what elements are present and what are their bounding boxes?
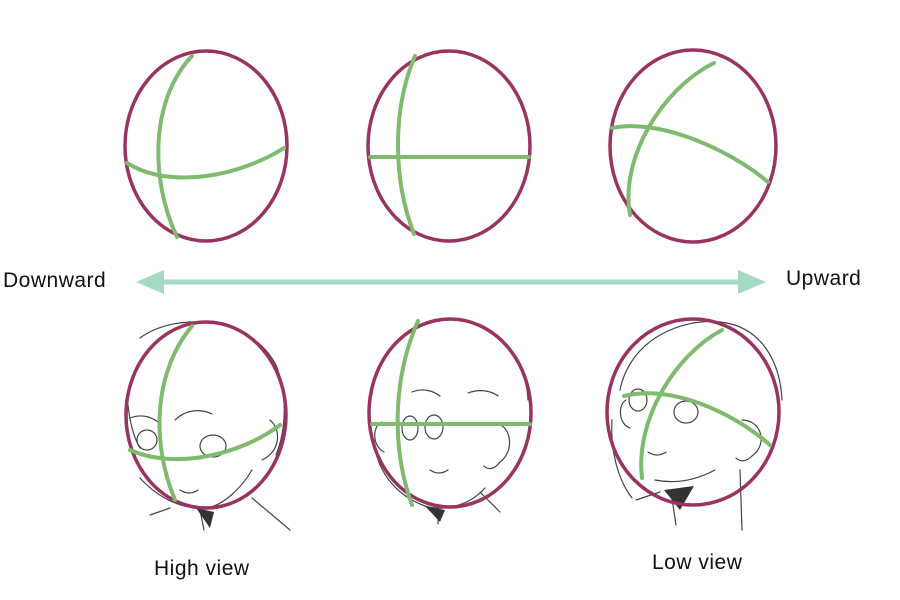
head-level-view	[369, 319, 531, 524]
sphere-downward	[125, 51, 287, 241]
sphere-upward	[610, 50, 776, 242]
upward-label: Upward	[786, 267, 861, 291]
head-high-view	[126, 322, 290, 530]
low-view-caption: Low view	[652, 551, 742, 575]
sphere-level	[368, 51, 530, 241]
high-view-caption: High view	[154, 557, 250, 581]
head-low-view	[607, 319, 782, 530]
direction-arrow	[136, 270, 766, 294]
downward-label: Downward	[3, 269, 106, 293]
